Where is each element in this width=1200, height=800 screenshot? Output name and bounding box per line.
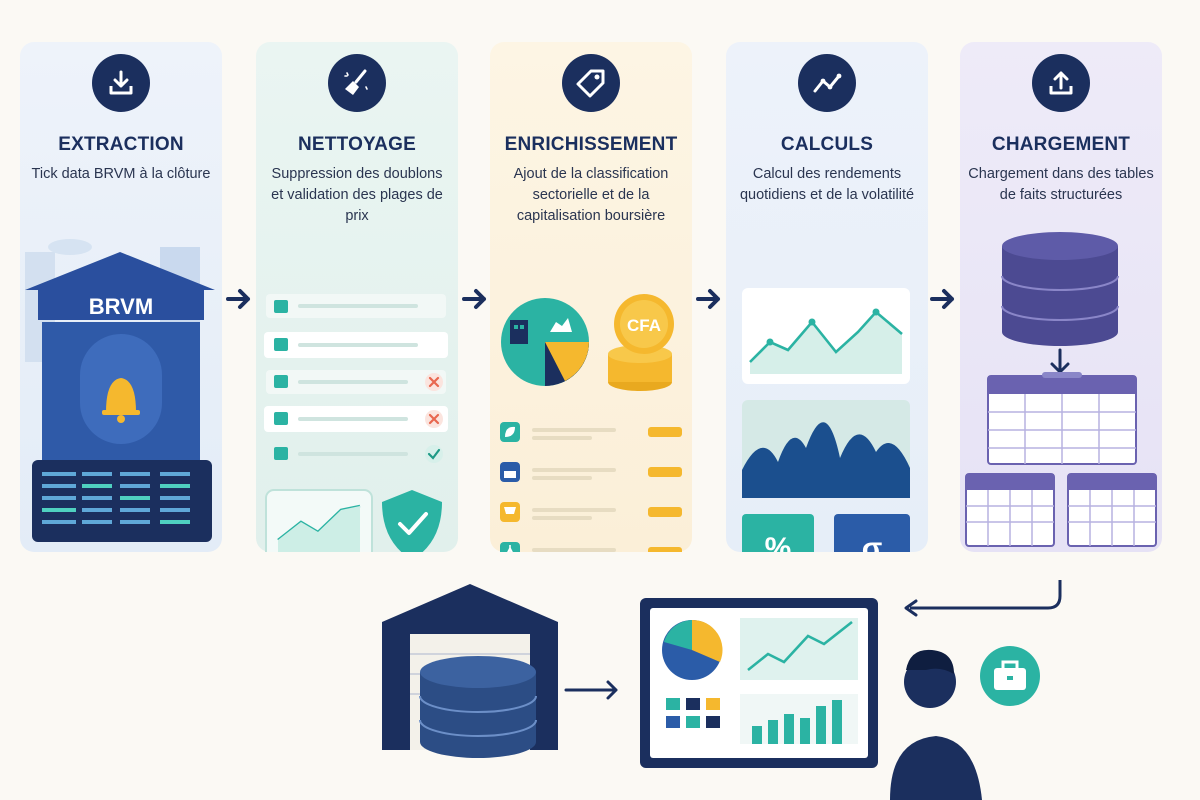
step-extraction-panel: EXTRACTION Tick data BRVM à la clôture B…: [20, 42, 222, 552]
trend-line-icon: [798, 54, 856, 112]
step-description: Tick data BRVM à la clôture: [31, 166, 211, 182]
building-label: BRVM: [89, 294, 153, 319]
flow-arrow-icon: [930, 289, 954, 309]
upload-icon: [1032, 54, 1090, 112]
step-title: CHARGEMENT: [991, 134, 1131, 155]
percent-symbol: %: [765, 532, 792, 552]
step-description: Chargement dans des tables de faits stru…: [968, 166, 1154, 203]
step-title: EXTRACTION: [58, 134, 184, 155]
briefcase-icon: [980, 646, 1040, 706]
sigma-tile: [834, 514, 910, 552]
step-enrichissement-panel: ENRICHISSEMENT Ajout de la classificatio…: [490, 42, 692, 552]
exchange-building-illustration: BRVM: [25, 239, 215, 542]
bell-icon: [102, 378, 140, 423]
shield-check-icon: [382, 490, 442, 552]
calculations-illustration: % σ: [742, 288, 910, 552]
cfa-coins-icon: CFA: [608, 294, 674, 391]
download-icon: [92, 54, 150, 112]
step-nettoyage-panel: NETTOYAGE Suppression des doublons et va…: [256, 42, 458, 552]
step-title: ENRICHISSEMENT: [504, 134, 678, 155]
warehouse-dashboard-illustration: [382, 580, 1062, 800]
fact-table-main: [987, 372, 1137, 465]
step-description: Ajout de la classification sectorielle e…: [513, 166, 669, 224]
flow-arrow-icon: [696, 289, 720, 309]
broom-icon: [328, 54, 386, 112]
sigma-symbol: σ: [862, 532, 883, 552]
fact-table-left: [965, 473, 1055, 547]
database-icon: [1001, 232, 1119, 346]
return-connector: [910, 580, 1062, 610]
database-icon: [419, 656, 537, 758]
tag-icon: [562, 54, 620, 112]
fact-table-right: [1067, 473, 1157, 547]
step-chargement-panel: CHARGEMENT Chargement dans des tables de…: [960, 42, 1162, 552]
coin-label: CFA: [627, 316, 661, 335]
step-title: CALCULS: [780, 134, 874, 155]
enrichment-illustration: CFA: [500, 294, 682, 552]
flow-arrow-icon: [226, 289, 250, 309]
analyst-avatar: [890, 649, 982, 800]
sector-pie-icon: [501, 298, 589, 386]
record-list: [264, 294, 448, 463]
data-cleaning-illustration: [264, 294, 448, 552]
step-description: Suppression des doublons et validation d…: [271, 166, 443, 224]
sector-list: [500, 422, 682, 552]
dashboard-screen: [640, 598, 878, 768]
step-description: Calcul des rendements quotidiens et de l…: [739, 166, 915, 203]
flow-arrow-icon: [564, 680, 618, 700]
flow-arrow-icon: [462, 289, 486, 309]
step-calculs-panel: CALCULS Calcul des rendements quotidiens…: [726, 42, 928, 552]
percent-tile: [742, 514, 814, 552]
fact-tables-illustration: [965, 232, 1157, 547]
step-title: NETTOYAGE: [298, 134, 416, 155]
